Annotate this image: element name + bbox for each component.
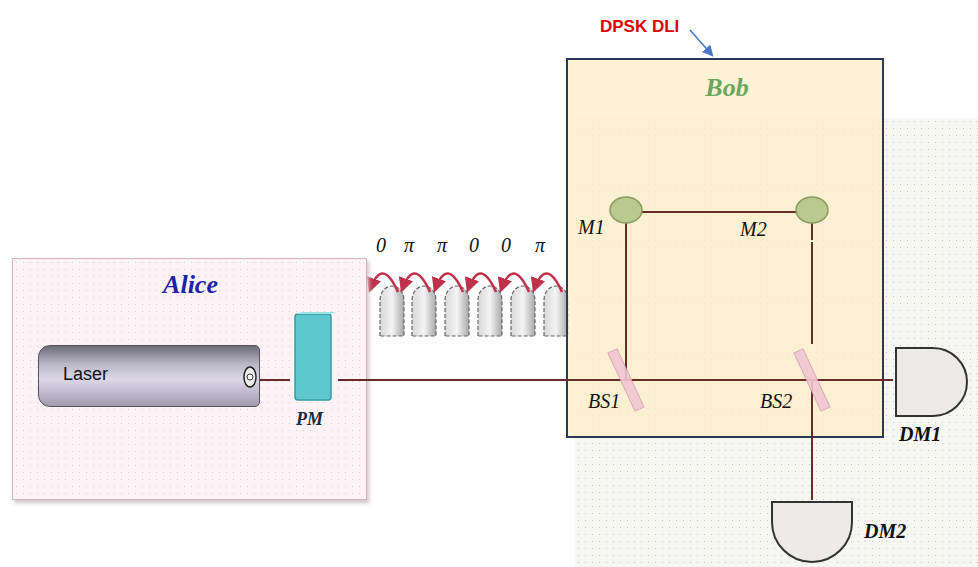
phase-modulator-symbol [290, 312, 338, 404]
beam-splitter: BS2 [760, 344, 850, 424]
phase-value: π [404, 234, 414, 256]
curved-arrow [402, 273, 430, 292]
pointer-arrow [690, 30, 712, 55]
pulse [412, 286, 436, 336]
node-label: BS1 [588, 390, 620, 412]
alice-box: AliceLaserPM [12, 258, 367, 500]
phase-value: 0 [469, 234, 479, 256]
detector-symbol [770, 500, 856, 564]
pulse-train [380, 286, 568, 336]
node-label: PM [296, 410, 323, 430]
curved-arrow [370, 273, 398, 292]
curved-arrow [435, 273, 463, 292]
phase-modulator: PM [290, 312, 338, 436]
node-label: BS2 [760, 390, 792, 412]
phase-value: 0 [501, 234, 511, 256]
node-label: DM2 [864, 520, 906, 542]
pulse [544, 286, 568, 336]
laser-source: Laser [38, 345, 260, 407]
node-label: Laser [63, 365, 108, 385]
pulse [511, 286, 535, 336]
label-anchor: π [535, 234, 545, 256]
node-label: Alice [163, 271, 218, 300]
curved-arrow [468, 273, 496, 292]
detector-symbol [893, 345, 975, 419]
curved-arrow [501, 273, 529, 292]
label-anchor: 0 [376, 234, 386, 256]
phase-arrows [370, 273, 562, 292]
node-label: M1 [578, 216, 605, 238]
laser-source-symbol [241, 363, 259, 391]
label-anchor: π [437, 234, 447, 256]
pulse [380, 286, 404, 336]
beam-splitter: BS1 [588, 344, 660, 424]
detector: DM2 [770, 500, 911, 565]
label-anchor: DPSK DLI [600, 18, 679, 37]
mirror: M1 [578, 188, 650, 240]
label-anchor: 0 [469, 234, 479, 256]
node-label: M2 [740, 218, 767, 240]
label-anchor: π [404, 234, 414, 256]
beam-path [338, 379, 588, 381]
curved-arrow [534, 273, 562, 292]
pulse [478, 286, 502, 336]
node-label: DM1 [899, 423, 941, 445]
phase-value: π [437, 234, 447, 256]
bob-box: BobM1 M2BS1 BS2 [566, 58, 884, 438]
node-label: Bob [705, 74, 748, 103]
beam-splitter-symbol [588, 344, 660, 424]
detector: DM1 [893, 345, 975, 451]
pulse [445, 286, 469, 336]
title-callout: DPSK DLI [600, 18, 679, 37]
phase-value: π [535, 234, 545, 256]
phase-value: 0 [376, 234, 386, 256]
mirror: M2 [740, 188, 830, 242]
beam-splitter-symbol [760, 344, 850, 424]
label-anchor: 0 [501, 234, 511, 256]
